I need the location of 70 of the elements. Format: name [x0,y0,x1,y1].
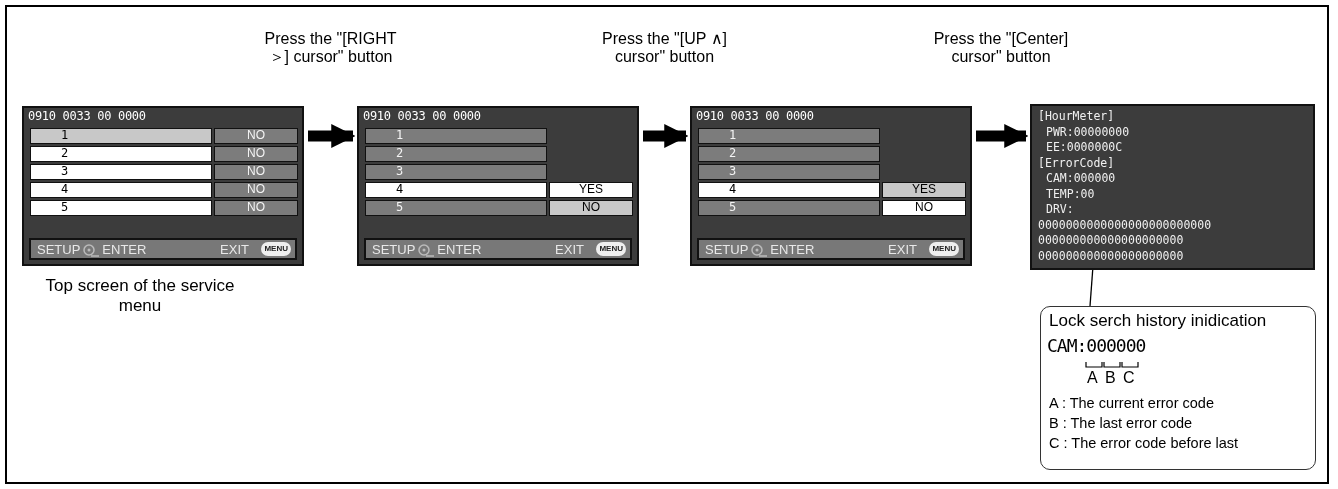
screen-display [1030,104,1315,270]
screen-caption: Top screen of the service menu [44,276,236,316]
arrow [308,123,356,149]
footer-text: SETUP [372,242,416,257]
option-cell: NO [214,164,298,180]
menu-row: 4 [30,182,212,198]
readout-line: 0000000000000000000000000 [1038,217,1212,233]
screen-header-text: 0910 0033 00 0000 [363,109,481,123]
menu-row: 1 [698,128,880,144]
menu-row: 2 [365,146,547,162]
menu-row: 3 [30,164,212,180]
menu-row: 5 [30,200,212,216]
arrow [643,123,689,149]
leader-line [1089,269,1094,307]
bracket-letter: B [1105,369,1116,387]
footer-text: SETUP [705,242,749,257]
option-cell: NO [214,146,298,162]
callout-title: Lock serch history inidication [1049,311,1267,331]
menu-row: 1 [365,128,547,144]
option-cell: NO [214,200,298,216]
key-note: B : The last error code [1049,415,1193,431]
readout-line: CAM:000000 [1045,171,1117,187]
readout-line: [ErrorCode] [1038,155,1116,171]
menu-row: 4 [365,182,547,198]
callout-box [1040,306,1316,470]
option-cell: NO [214,182,298,198]
menu-row: 3 [365,164,547,180]
menu-row: 1 [30,128,212,144]
footer-text: EXIT [555,241,584,258]
footer-bar [697,238,965,260]
footer-text: ENTER [102,242,147,257]
footer-bar [364,238,632,260]
menu-row: 4 [698,182,880,198]
screen-header-text: 0910 0033 00 0000 [696,109,814,123]
menu-row: 2 [698,146,880,162]
arrow [976,123,1029,149]
option-cell: YES [882,182,966,198]
footer-text: EXIT [220,241,249,258]
footer-text: SETUP [37,242,81,257]
readout-line: PWR:00000000 [1045,124,1131,140]
option-cell: NO [214,128,298,144]
footer-text: ENTER [437,242,482,257]
readout-line: EE:0000000C [1045,140,1124,156]
key-note: C : The error code before last [1049,435,1239,451]
menu-key-label: MENU [596,242,626,256]
screen-display [357,106,639,266]
readout-line: 000000000000000000000 [1038,248,1185,264]
bracket-letter: A [1087,369,1098,387]
screen-display [690,106,972,266]
screen-header-text: 0910 0033 00 0000 [28,109,146,123]
menu-key-label: MENU [261,242,291,256]
readout-line: DRV: [1045,202,1075,218]
option-cell: YES [549,182,633,198]
bracket-letter: C [1123,369,1135,387]
screen-display [22,106,304,266]
menu-row: 3 [698,164,880,180]
footer-bar [29,238,297,260]
readout-line: TEMP:00 [1045,186,1096,202]
menu-key-label: MENU [929,242,959,256]
menu-row: 5 [365,200,547,216]
footer-text: EXIT [888,241,917,258]
readout-line: [HourMeter] [1038,109,1116,125]
readout-line: 000000000000000000000 [1038,233,1185,249]
option-cell: NO [882,200,966,216]
code-sample: CAM:000000 [1047,335,1146,356]
footer-text: ENTER [770,242,815,257]
option-cell: NO [549,200,633,216]
menu-row: 5 [698,200,880,216]
key-note: A : The current error code [1049,395,1214,411]
menu-row: 2 [30,146,212,162]
